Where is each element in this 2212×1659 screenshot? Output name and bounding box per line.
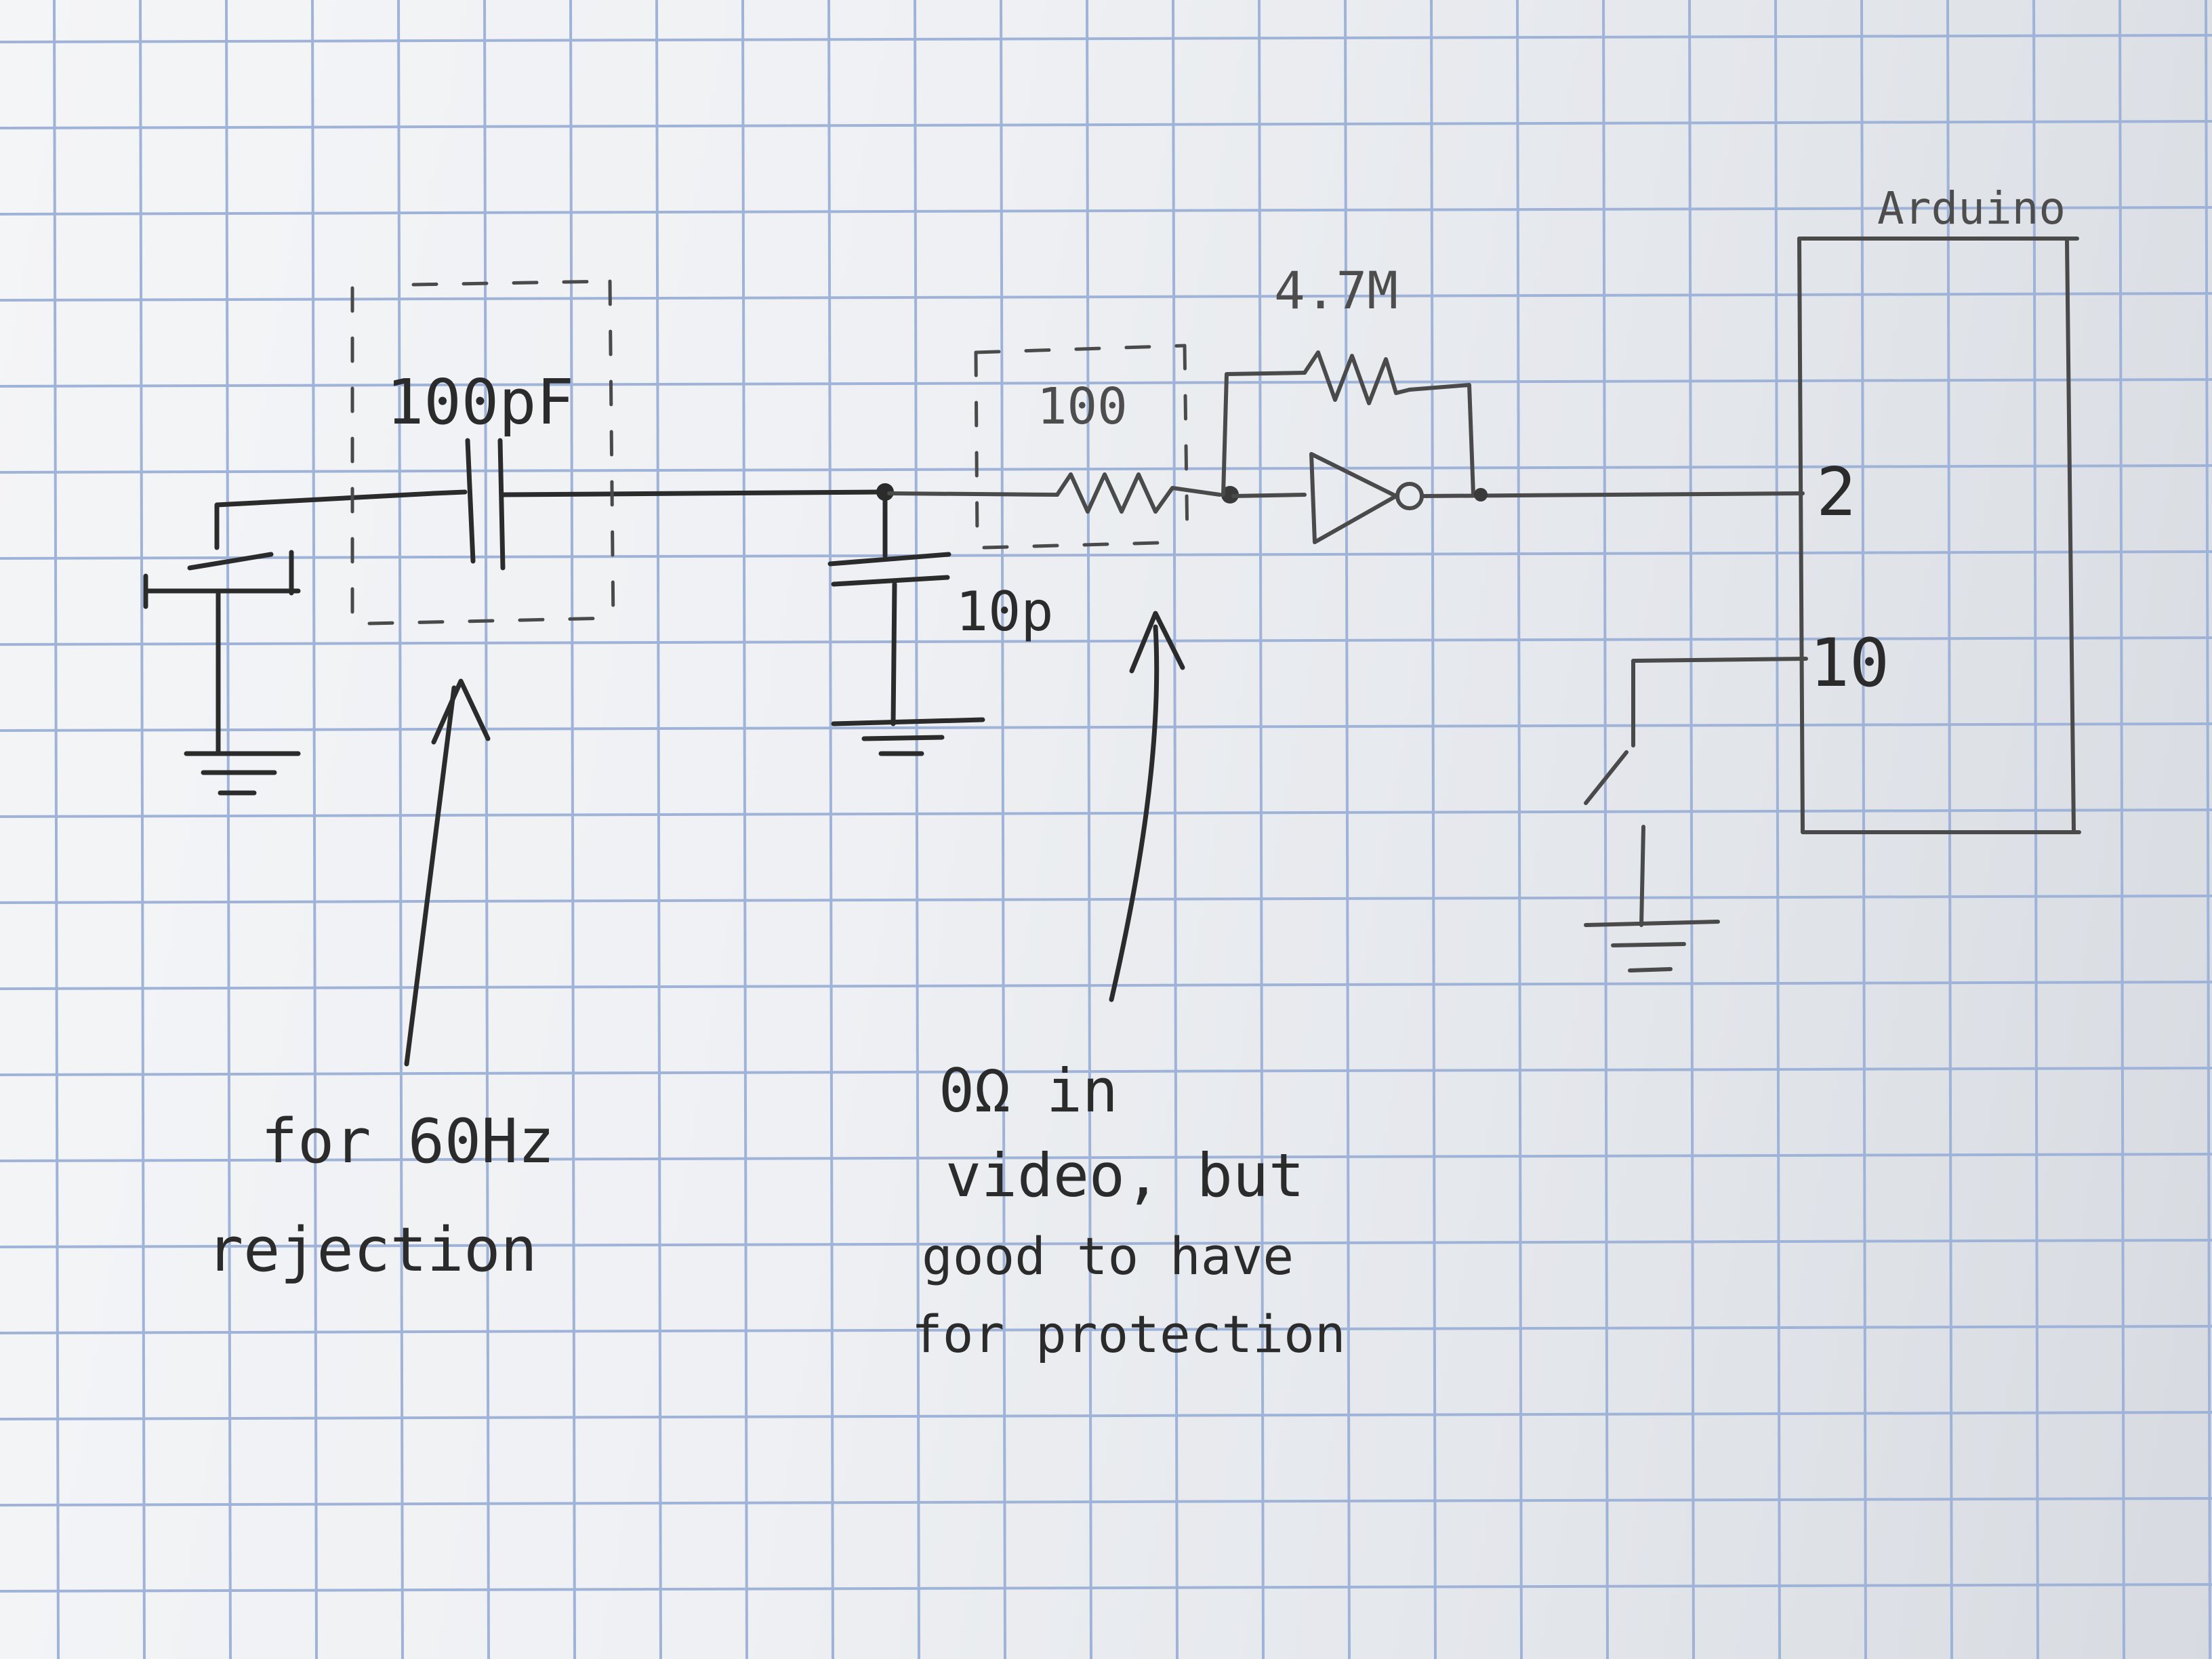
grid-line-vertical (1172, 0, 1179, 1659)
grid-line-horizontal (0, 1411, 2212, 1420)
grid-line-horizontal (0, 1583, 2212, 1593)
grid-line-vertical (1086, 0, 1092, 1659)
grid-line-horizontal (0, 636, 2212, 646)
grid-line-vertical (1516, 0, 1523, 1659)
grid-line-vertical (483, 0, 490, 1659)
grid-line-vertical (1946, 0, 1953, 1659)
grid-line-horizontal (0, 895, 2212, 904)
grid-line-vertical (1688, 0, 1695, 1659)
schmitt-buffer (1231, 452, 1805, 544)
label-coupling-capacitor: 100pF (386, 366, 574, 438)
label-pin-10: 10 (1809, 625, 1889, 702)
grid-line-vertical (1860, 0, 1867, 1659)
label-feedback-resistor: 4.7M (1274, 260, 1398, 321)
grid-line-vertical (225, 0, 232, 1659)
label-arduino: Arduino (1877, 182, 2066, 234)
grid-line-vertical (914, 0, 920, 1659)
junction-node-3 (1474, 488, 1488, 501)
grid-line-vertical (397, 0, 404, 1659)
grid-line-horizontal (0, 550, 2212, 560)
grid-line-horizontal (0, 120, 2212, 129)
grid-line-horizontal (0, 722, 2212, 732)
grid-line-vertical (1774, 0, 1781, 1659)
grid-line-horizontal (0, 981, 2212, 990)
feedback-resistor (1221, 350, 1475, 497)
grid-line-horizontal (0, 808, 2212, 818)
grid-line-vertical (2032, 0, 2039, 1659)
grid-line-vertical (1344, 0, 1351, 1659)
grid-line-horizontal (0, 378, 2212, 388)
grid-line-horizontal (0, 1067, 2212, 1076)
input-electrode (143, 491, 436, 754)
grid-line-vertical (311, 0, 318, 1659)
ground-symbol-middle (831, 717, 985, 756)
grid-line-vertical (53, 0, 60, 1659)
grid-line-vertical (2205, 0, 2211, 1659)
dashed-box-protection (974, 344, 1189, 550)
dashed-box-filter (350, 279, 615, 636)
grid-line-horizontal (0, 206, 2212, 216)
ground-symbol-right (1584, 920, 1720, 972)
grid-line-vertical (1000, 0, 1006, 1659)
grid-line-vertical (2118, 0, 2125, 1659)
label-shunt-capacitor: 10p (956, 580, 1054, 643)
grid-line-horizontal (0, 464, 2212, 474)
note-protection-line-4: for protection (912, 1304, 1346, 1364)
note-protection-line-3: good to have (922, 1226, 1294, 1286)
note-protection-line-1: 0Ω in (939, 1056, 1118, 1126)
note-filter-line-1: for 60Hz (261, 1106, 554, 1177)
shunt-capacitor (827, 489, 951, 726)
grid-line-vertical (139, 0, 146, 1659)
grid-line-horizontal (0, 1239, 2212, 1248)
label-pin-2: 2 (1816, 454, 1856, 531)
grid-line-vertical (569, 0, 576, 1659)
grid-line-horizontal (0, 34, 2212, 43)
push-switch (1584, 657, 1808, 927)
note-filter-line-2: rejection (207, 1214, 537, 1286)
grid-line-vertical (1258, 0, 1265, 1659)
grid-line-vertical (655, 0, 662, 1659)
arrow-filter-note (404, 678, 491, 1067)
grid-line-horizontal (0, 1153, 2212, 1162)
grid-line-horizontal (0, 292, 2212, 302)
grid-line-horizontal (0, 1325, 2212, 1334)
arduino-block (1797, 237, 2081, 834)
arrow-protection-note (1109, 611, 1185, 1002)
label-series-resistor: 100 (1037, 377, 1128, 436)
series-resistor (887, 472, 1222, 514)
ground-symbol-left (184, 751, 301, 796)
grid-line-vertical (1430, 0, 1437, 1659)
grid-line-vertical (827, 0, 834, 1659)
junction-node-2 (1221, 486, 1239, 504)
grid-line-horizontal (0, 1497, 2212, 1507)
grid-line-vertical (1602, 0, 1609, 1659)
grid-line-vertical (741, 0, 748, 1659)
note-protection-line-2: video, but (945, 1141, 1305, 1210)
coupling-capacitor (431, 438, 884, 571)
